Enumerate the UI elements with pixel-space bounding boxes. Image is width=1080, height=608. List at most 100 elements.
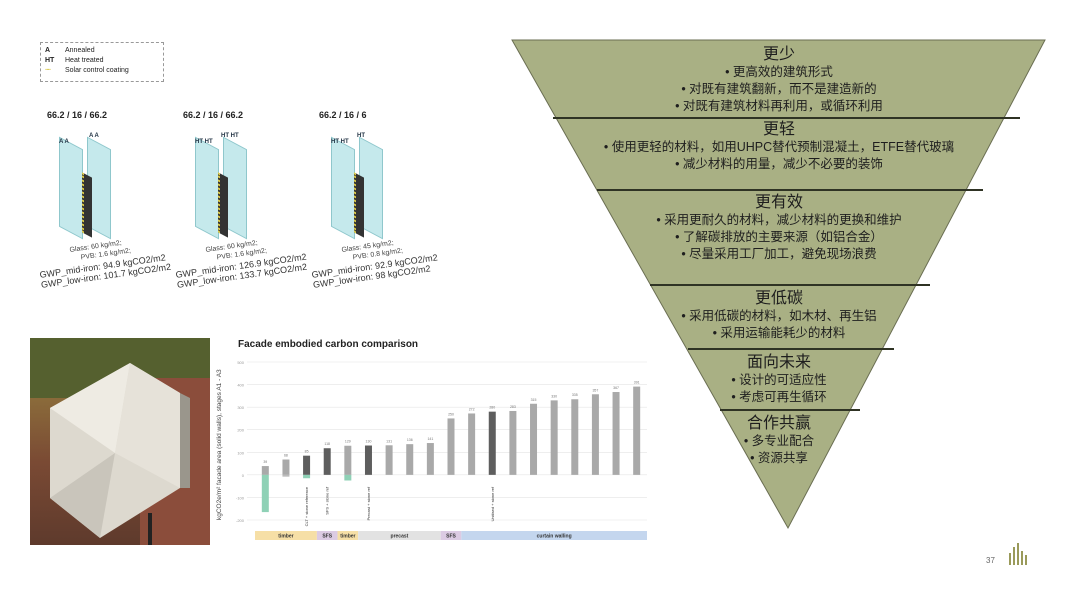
tier-bullet: • 对既有建筑翻新，而不是建造新的 bbox=[681, 82, 877, 96]
pyramid-tier: 更低碳 • 采用低碳的材料，如木材、再生铝 • 采用运输能耗少的材料 bbox=[512, 289, 1046, 342]
category-band bbox=[461, 531, 647, 540]
category-band bbox=[255, 531, 317, 540]
bar-annotation: CLT + stone reference bbox=[304, 486, 309, 526]
bar-value-label: 250 bbox=[448, 412, 454, 416]
negative-bar bbox=[261, 474, 269, 513]
bar bbox=[364, 445, 372, 475]
bar-annotation: Unitised + stone ref bbox=[490, 486, 495, 521]
legend-label: Solar control coating bbox=[65, 67, 129, 74]
tier-bullet: • 多专业配合 bbox=[743, 434, 815, 448]
bullet-text: 资源共享 bbox=[757, 451, 808, 465]
bar-value-label: 280 bbox=[489, 406, 495, 410]
pane-tag: HT HT bbox=[221, 133, 239, 139]
category-label: timber bbox=[278, 534, 293, 540]
bar-value-label: 68 bbox=[284, 454, 288, 458]
bullet-text: 采用更耐久的材料，减少材料的更换和维护 bbox=[664, 213, 902, 227]
bar-value-label: 85 bbox=[305, 450, 309, 454]
company-logo-icon bbox=[1009, 543, 1027, 565]
bullet-text: 多专业配合 bbox=[751, 434, 815, 448]
bar-value-label: 391 bbox=[634, 381, 640, 385]
bullet-text: 使用更轻的材料，如用UHPC替代预制混凝土，ETFE替代玻璃 bbox=[611, 140, 955, 154]
negative-bar bbox=[282, 474, 290, 477]
bar bbox=[591, 394, 599, 475]
bar bbox=[426, 443, 434, 475]
bar-annotation: Precast + stone ref bbox=[366, 486, 371, 521]
bar bbox=[550, 400, 558, 475]
bar-value-label: 272 bbox=[469, 407, 475, 411]
glazing-title: 66.2 / 16 / 66.2 bbox=[183, 110, 244, 120]
glazing-unit-illustration: HT HT HT HT bbox=[195, 133, 275, 245]
bar-value-label: 141 bbox=[427, 437, 433, 441]
y-tick-label: 100 bbox=[237, 450, 244, 455]
bar-value-label: 130 bbox=[366, 440, 372, 444]
bullet-text: 尽量采用工厂加工，避免现场浪费 bbox=[689, 247, 877, 261]
legend-key: HT bbox=[45, 57, 55, 64]
legend-label: Annealed bbox=[65, 47, 95, 54]
glazing-title: 66.2 / 16 / 66.2 bbox=[47, 110, 108, 120]
pyramid-tier: 合作共赢• 多专业配合• 资源共享 bbox=[512, 414, 1046, 467]
tier-title: 面向未来 bbox=[746, 354, 811, 371]
tier-title: 更低碳 bbox=[754, 290, 803, 307]
category-label: SFS bbox=[322, 534, 332, 540]
bullet-text: 了解碳排放的主要来源（如铝合金） bbox=[682, 230, 883, 244]
pyramid-tier: 面向未来• 设计的可适应性• 考虑可再生循环 bbox=[512, 353, 1046, 406]
page-number: 37 bbox=[986, 556, 995, 565]
bar-value-label: 118 bbox=[324, 442, 330, 446]
y-tick-label: -200 bbox=[236, 518, 245, 523]
tier-bullet: • 设计的可适应性 bbox=[731, 373, 827, 387]
tier-bullet: • 资源共享 bbox=[750, 451, 808, 465]
bar bbox=[612, 392, 620, 475]
bar bbox=[447, 418, 455, 475]
bar-value-label: 335 bbox=[572, 393, 578, 397]
category-label: precast bbox=[391, 534, 409, 540]
tier-bullet: • 更高效的建筑形式 bbox=[725, 65, 833, 79]
legend-label: Heat treated bbox=[65, 57, 104, 64]
bar-value-label: 315 bbox=[531, 398, 537, 402]
legend-key: A bbox=[45, 47, 51, 54]
bullet-text: 设计的可适应性 bbox=[739, 373, 827, 387]
y-tick-label: 500 bbox=[237, 360, 244, 365]
y-tick-label: -100 bbox=[236, 495, 245, 500]
bar-value-label: 39 bbox=[263, 460, 267, 464]
bar bbox=[571, 399, 579, 475]
chart-title: Facade embodied carbon comparison bbox=[238, 339, 419, 350]
pane-tag: A A bbox=[89, 133, 99, 139]
bar bbox=[323, 448, 331, 475]
y-tick-label: 0 bbox=[242, 473, 245, 478]
negative-bar bbox=[344, 474, 352, 481]
bar-value-label: 357 bbox=[592, 388, 598, 392]
glazing-title: 66.2 / 16 / 6 bbox=[319, 110, 367, 120]
pyramid-tier: 更轻• 使用更轻的材料，如用UHPC替代预制混凝土，ETFE替代玻璃• 减少材料… bbox=[512, 120, 1046, 173]
pane-tag: HT bbox=[357, 133, 365, 139]
tier-title: 更少 bbox=[762, 46, 795, 63]
bar bbox=[633, 386, 641, 475]
facade-panel-illustration bbox=[30, 338, 210, 545]
category-band bbox=[358, 531, 441, 540]
tier-bullet: • 采用低碳的材料，如木材、再生铝 bbox=[681, 309, 877, 323]
tier-bullet: • 采用运输能耗少的材料 bbox=[712, 326, 846, 340]
bar-value-label: 367 bbox=[613, 386, 619, 390]
category-band bbox=[316, 531, 338, 540]
category-band bbox=[337, 531, 359, 540]
glazing-unit-illustration: HT HT HT bbox=[331, 133, 411, 245]
bar bbox=[282, 459, 290, 475]
pane-tag: HT HT bbox=[331, 139, 349, 145]
bar bbox=[530, 403, 538, 475]
bar-value-label: 129 bbox=[345, 440, 351, 444]
pyramid-tier: 更有效 • 采用更耐久的材料，减少材料的更换和维护 • 了解碳排放的主要来源（如铝合… bbox=[512, 193, 1046, 263]
bullet-text: 考虑可再生循环 bbox=[739, 390, 827, 404]
bar bbox=[261, 466, 269, 475]
tier-bullet: • 了解碳排放的主要来源（如铝合金） bbox=[675, 230, 883, 244]
tier-bullet: • 采用更耐久的材料，减少材料的更换和维护 bbox=[656, 213, 902, 227]
bar bbox=[468, 413, 476, 475]
bullet-text: 采用低碳的材料，如木材、再生铝 bbox=[689, 309, 877, 323]
tier-title: 更有效 bbox=[754, 194, 803, 211]
category-label: curtain walling bbox=[537, 534, 572, 540]
bullet-text: 更高效的建筑形式 bbox=[732, 65, 833, 79]
bullet-text: 对既有建筑材料再利用，或循环利用 bbox=[682, 99, 883, 113]
pyramid-tier: 更少• 更高效的建筑形式• 对既有建筑翻新，而不是建造新的• 对既有建筑材料再利… bbox=[512, 45, 1046, 115]
bullet-text: 对既有建筑翻新，而不是建造新的 bbox=[689, 82, 877, 96]
